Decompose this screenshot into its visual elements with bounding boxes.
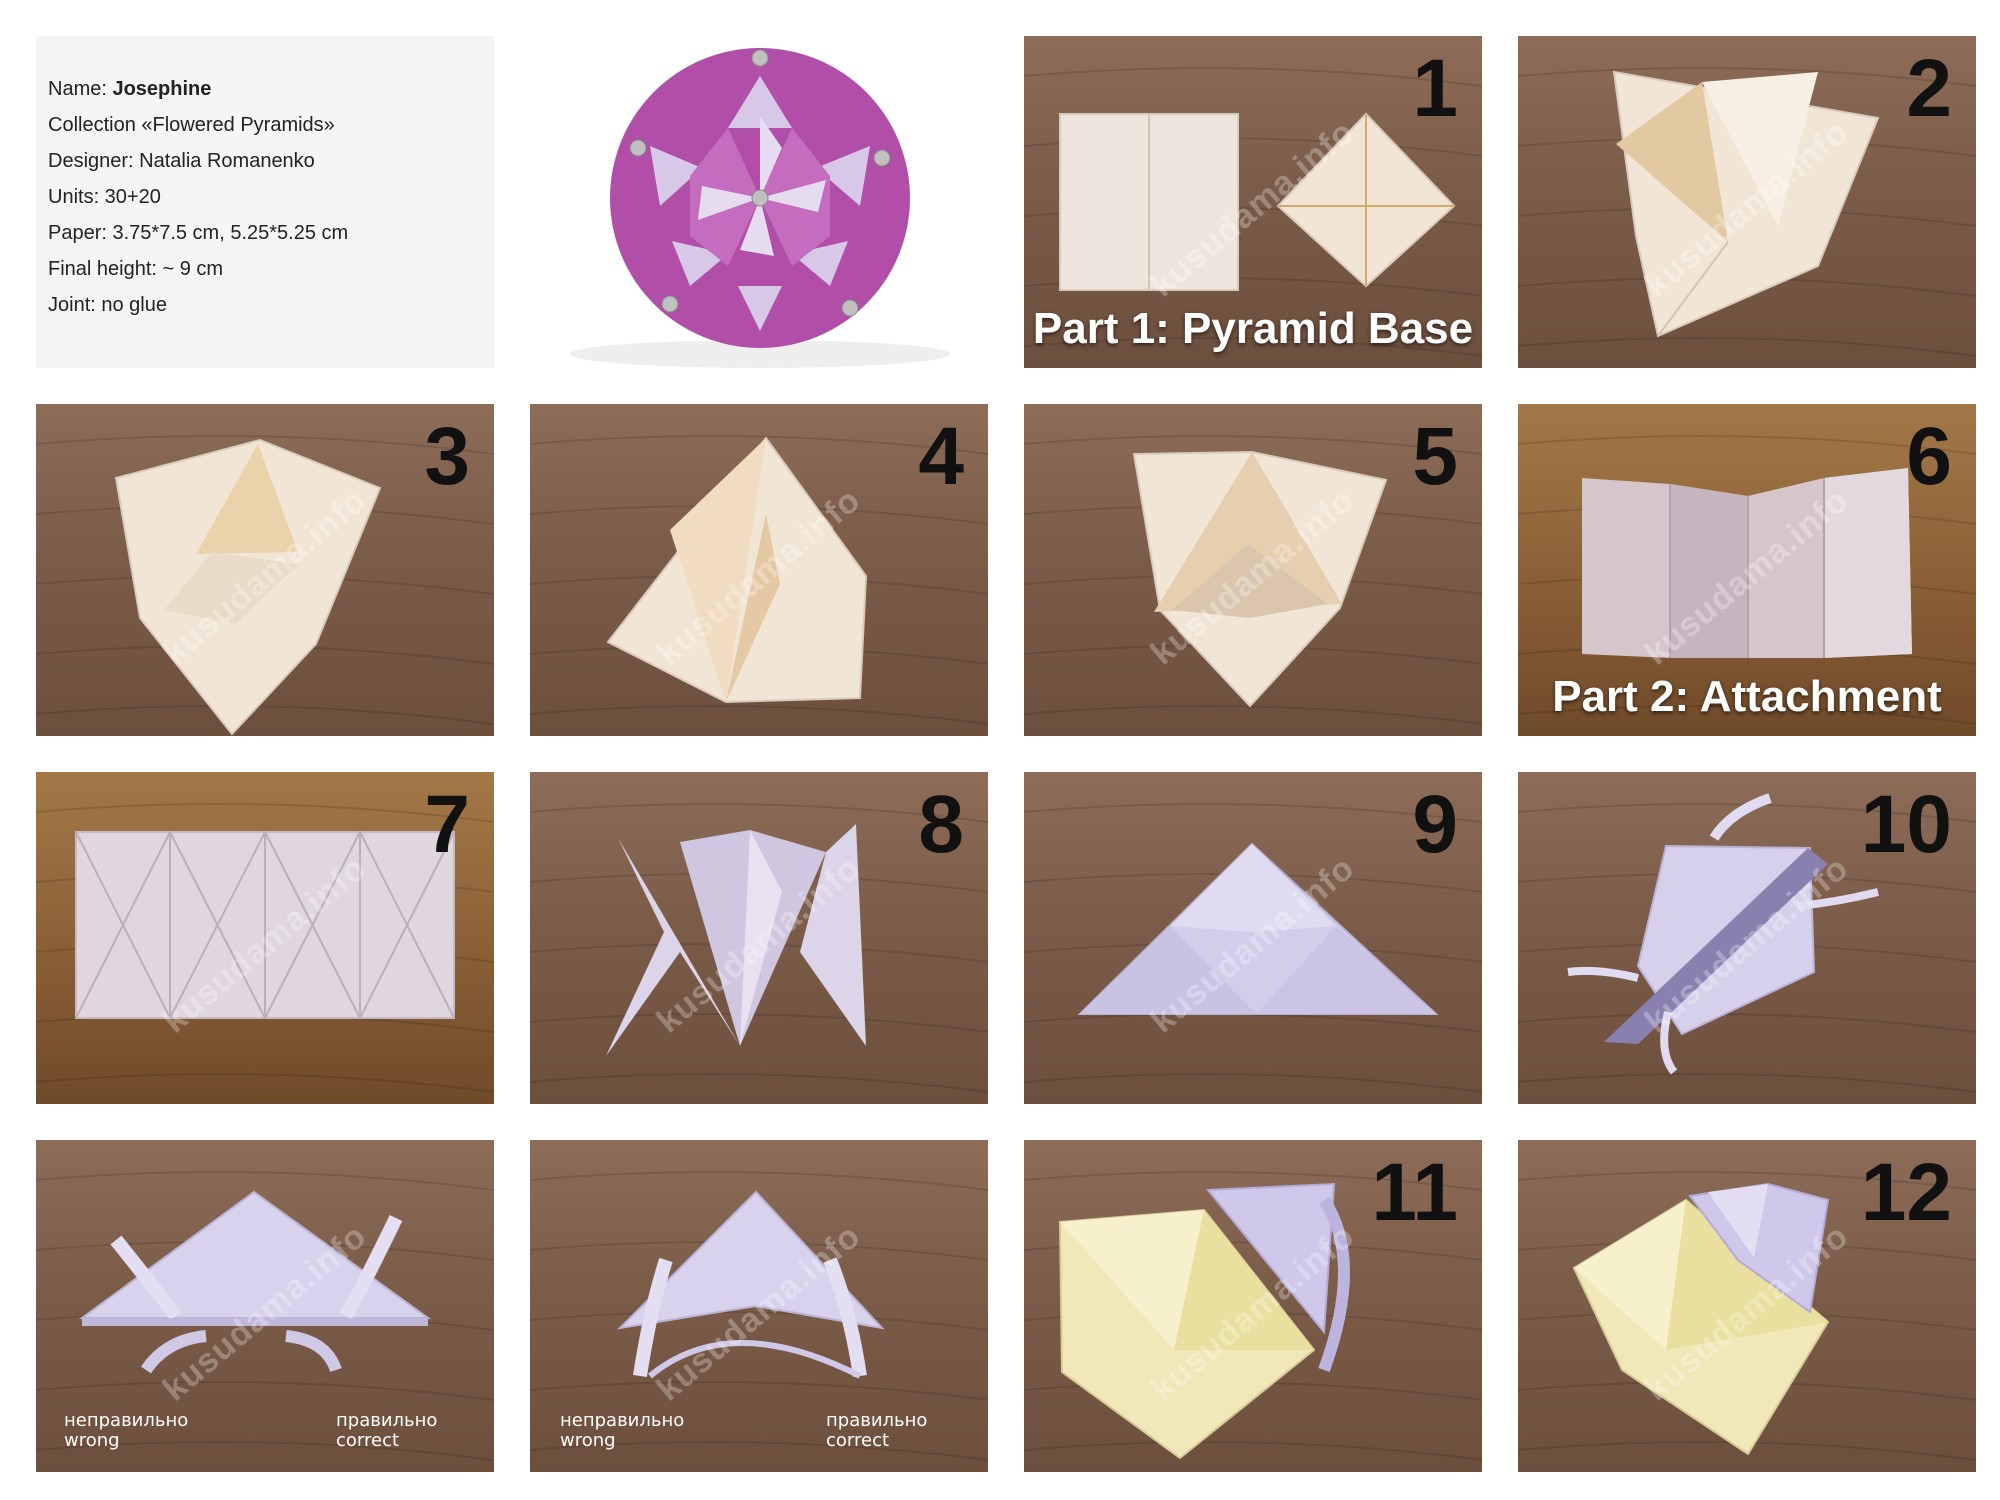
step-3-photo: kusudama.info 3 <box>36 404 494 736</box>
step-2-figure <box>1612 70 1880 338</box>
joint-line: Joint: no glue <box>48 294 167 316</box>
step-number: 9 <box>1412 779 1458 870</box>
correct-label-en: correct <box>336 1430 400 1452</box>
step-6-figure <box>1582 468 1912 658</box>
step-9-photo: kusudama.info 9 <box>1024 772 1482 1104</box>
final-height-line: Final height: ~ 9 cm <box>48 258 224 280</box>
step-number: 3 <box>424 411 470 502</box>
step-4-figure <box>606 436 868 704</box>
wrong-label-ru: неправильно <box>64 1409 189 1431</box>
kusudama-photo <box>530 36 988 368</box>
paper-line: Paper: 3.75*7.5 cm, 5.25*5.25 cm <box>48 222 349 244</box>
kusudama-ball-image <box>570 48 950 368</box>
step-number: 10 <box>1860 779 1952 870</box>
comparison-1-figure <box>78 1190 432 1374</box>
step-6-photo: kusudama.info 6 Part 2: Attachment <box>1518 404 1976 736</box>
part1-caption: Part 1: Pyramid Base <box>1032 304 1474 353</box>
correct-label: правильно correct <box>336 1409 438 1452</box>
name-line: Name: Josephine <box>48 78 211 101</box>
wrong-label: неправильно wrong <box>64 1409 189 1452</box>
step-number: 5 <box>1412 411 1458 502</box>
step-8-photo: kusudama.info 8 <box>530 772 988 1104</box>
step-1-photo: kusudama.info 1 Part 1: Pyramid Base <box>1024 36 1482 368</box>
correct-label-en: correct <box>826 1430 890 1452</box>
step-12-photo: kusudama.info 12 <box>1518 1140 1976 1472</box>
name-value: Josephine <box>112 78 212 100</box>
step-number: 6 <box>1906 411 1952 502</box>
step-1-figure <box>1059 112 1456 291</box>
comparison-photo-1: kusudama.info неправильно wrong правильн… <box>36 1140 494 1472</box>
correct-label: правильно correct <box>826 1409 928 1452</box>
collection-line: Collection «Flowered Pyramids» <box>48 114 335 136</box>
step-4-photo: kusudama.info 4 <box>530 404 988 736</box>
comparison-photo-2: kusudama.info неправильно wrong правильн… <box>530 1140 988 1472</box>
step-number: 1 <box>1412 43 1458 134</box>
step-5-figure <box>1132 450 1388 708</box>
comparison-2-figure <box>617 1190 885 1379</box>
step-number: 2 <box>1906 43 1952 134</box>
wrong-label-ru: неправильно <box>560 1409 685 1431</box>
step-11-photo: kusudama.info 11 <box>1024 1140 1482 1472</box>
name-label: Name: <box>48 78 107 100</box>
wrong-label: неправильно wrong <box>560 1409 685 1452</box>
step-11-figure <box>1058 1182 1350 1460</box>
step-3-figure <box>114 438 382 736</box>
step-number: 8 <box>918 779 964 870</box>
wrong-label-en: wrong <box>560 1430 616 1452</box>
step-8-figure <box>606 824 866 1056</box>
step-10-photo: kusudama.info 10 <box>1518 772 1976 1104</box>
step-7-figure <box>75 831 455 1019</box>
step-10-figure <box>1567 793 1879 1075</box>
step-number: 4 <box>918 411 964 502</box>
step-2-photo: kusudama.info 2 <box>1518 36 1976 368</box>
step-12-figure <box>1572 1182 1830 1456</box>
correct-label-ru: правильно <box>336 1409 438 1431</box>
step-9-figure <box>1077 842 1439 1015</box>
step-number: 12 <box>1860 1147 1952 1238</box>
wrong-label-en: wrong <box>64 1430 120 1452</box>
step-5-photo: kusudama.info 5 <box>1024 404 1482 736</box>
step-number: 7 <box>424 779 470 870</box>
step-7-photo: kusudama.info 7 <box>36 772 494 1104</box>
designer-line: Designer: Natalia Romanenko <box>48 150 315 172</box>
part2-caption: Part 2: Attachment <box>1552 672 1942 721</box>
info-panel: Name: Josephine Collection «Flowered Pyr… <box>36 36 494 368</box>
step-number: 11 <box>1371 1147 1458 1238</box>
correct-label-ru: правильно <box>826 1409 928 1431</box>
units-line: Units: 30+20 <box>48 186 161 208</box>
